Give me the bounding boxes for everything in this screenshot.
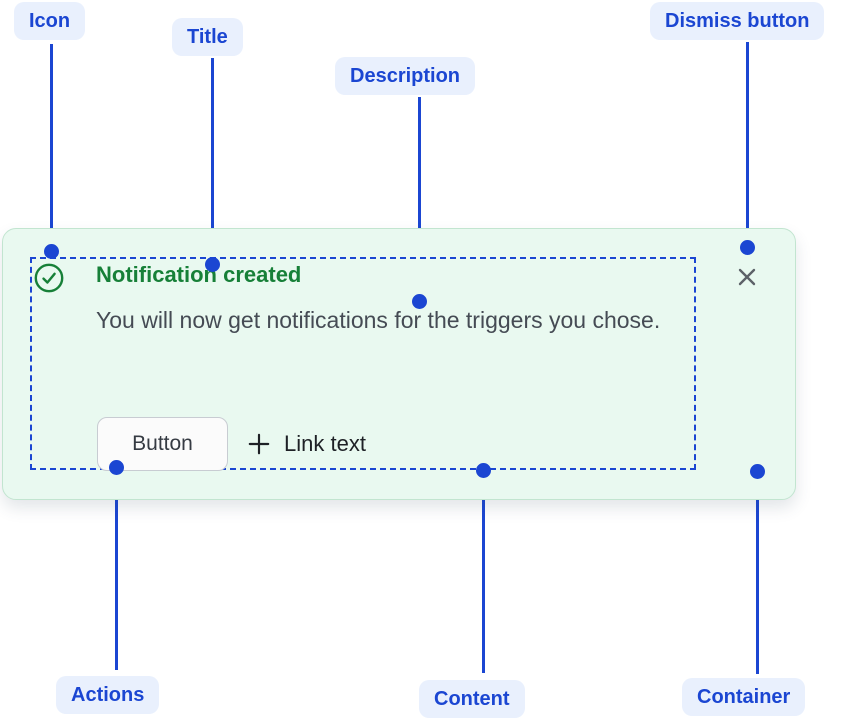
dismiss-callout-dot [740, 240, 755, 255]
dismiss-button[interactable] [732, 262, 762, 292]
annotation-content: Content [419, 680, 525, 718]
annotation-container: Container [682, 678, 806, 716]
flag-description: You will now get notifications for the t… [96, 307, 661, 333]
flag-link-label: Link text [284, 431, 366, 456]
annotation-dismiss-button: Dismiss button [650, 2, 825, 40]
success-check-icon [34, 263, 64, 293]
flag-action-link[interactable]: Link text [246, 429, 366, 459]
description-callout-dot [412, 294, 427, 309]
title-callout-line [211, 58, 214, 259]
content-callout-dot [476, 463, 491, 478]
flag-title: Notification created [96, 262, 302, 287]
annotation-title: Title [172, 18, 243, 56]
annotation-description: Description [335, 57, 476, 95]
container-callout-line [756, 474, 759, 674]
close-icon [733, 263, 761, 291]
annotation-actions: Actions [56, 676, 160, 714]
description-callout-line [418, 97, 421, 297]
annotation-icon: Icon [14, 2, 86, 40]
icon-callout-line [50, 44, 53, 246]
container-callout-dot [750, 464, 765, 479]
dismiss-callout-line [746, 42, 749, 242]
plus-icon [246, 431, 272, 457]
content-region-outline [30, 257, 696, 470]
content-callout-line [482, 473, 485, 673]
actions-callout-dot [109, 460, 124, 475]
actions-callout-line [115, 470, 118, 670]
icon-callout-dot [44, 244, 59, 259]
title-callout-dot [205, 257, 220, 272]
